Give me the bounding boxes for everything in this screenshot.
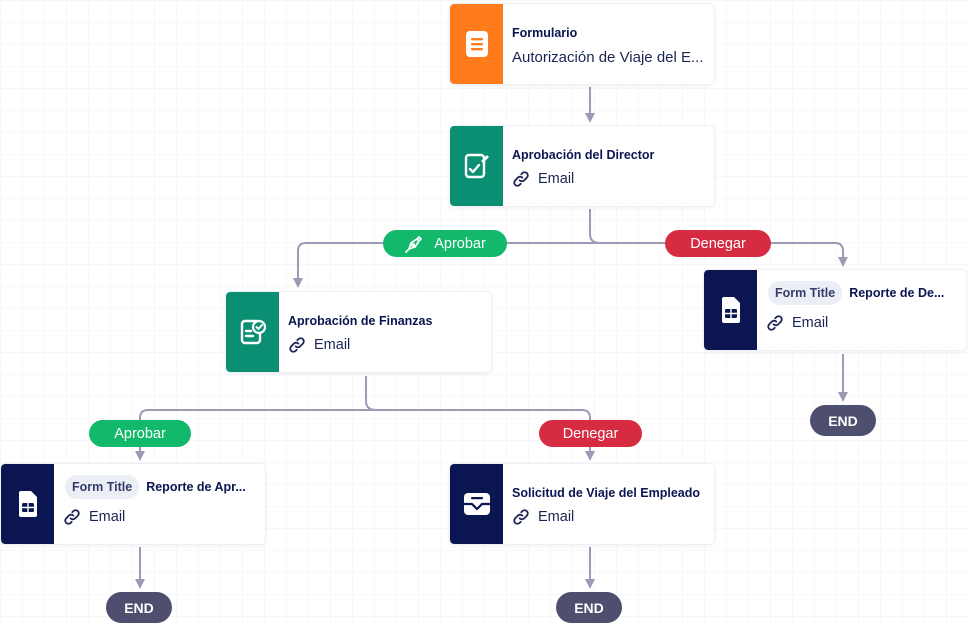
report-approved-header: Form Title Reporte de Apr... (65, 475, 246, 499)
pen-sign-icon (405, 235, 423, 253)
finanzas-deny-label: Denegar (562, 425, 619, 442)
finanzas-approve-pill[interactable]: Aprobar (89, 420, 191, 447)
end-label: END (574, 599, 604, 616)
report-denied-header: Form Title Reporte de De... (768, 281, 944, 305)
spreadsheet-document-icon (721, 297, 740, 323)
end-label: END (124, 599, 154, 616)
employee-request-icon-box (450, 464, 503, 544)
employee-request-email-label: Email (538, 509, 575, 525)
report-denied-icon-box (704, 270, 757, 350)
signed-document-icon (464, 153, 489, 179)
signed-document-icon (240, 319, 266, 345)
link-icon (513, 171, 529, 187)
link-icon (289, 337, 305, 353)
form-title-badge: Form Title (65, 475, 140, 499)
envelope-icon (463, 493, 490, 515)
spreadsheet-document-icon (18, 491, 37, 517)
end-node-approved[interactable]: END (106, 592, 172, 623)
link-icon (64, 509, 80, 525)
connector-finanzas-stem (365, 376, 377, 411)
connector-director-stem (589, 209, 601, 244)
report-approved-email-label: Email (89, 509, 126, 525)
report-approved-email-row[interactable]: Email (63, 508, 125, 526)
report-denied-email-row[interactable]: Email (766, 314, 828, 332)
connector-finanzas-left (135, 409, 376, 461)
finanzas-deny-pill[interactable]: Denegar (539, 420, 642, 447)
end-node-denied[interactable]: END (810, 405, 876, 436)
document-lines-icon (465, 31, 488, 57)
employee-request-title: Solicitud de Viaje del Empleado (512, 486, 701, 500)
form-node-icon-box (450, 4, 503, 84)
director-approval-node[interactable]: Aprobación del Director Email (450, 126, 714, 206)
report-approved-icon-box (1, 464, 54, 544)
connector-director-right (600, 242, 848, 267)
finanzas-email-row[interactable]: Email (288, 336, 350, 354)
report-approved-title: Reporte de Apr... (146, 480, 246, 494)
director-email-label: Email (538, 171, 575, 187)
director-approve-pill[interactable]: Aprobar (383, 230, 507, 257)
director-deny-pill[interactable]: Denegar (665, 230, 771, 257)
director-deny-label: Denegar (690, 235, 746, 252)
finanzas-approval-node[interactable]: Aprobación de Finanzas Email (226, 292, 491, 372)
report-approved-node[interactable]: Form Title Reporte de Apr... Email (1, 464, 265, 544)
finanzas-node-title: Aprobación de Finanzas (288, 314, 433, 328)
end-label: END (828, 412, 858, 429)
employee-request-node[interactable]: Solicitud de Viaje del Empleado Email (450, 464, 714, 544)
report-denied-email-label: Email (792, 315, 829, 331)
form-node[interactable]: Formulario Autorización de Viaje del E..… (450, 4, 714, 84)
director-email-row[interactable]: Email (512, 170, 574, 188)
director-approve-label: Aprobar (434, 235, 486, 252)
end-node-request[interactable]: END (556, 592, 622, 623)
link-icon (513, 509, 529, 525)
finanzas-approve-label: Aprobar (114, 425, 166, 442)
form-node-subtitle: Autorización de Viaje del E... (512, 49, 704, 66)
form-title-badge: Form Title (768, 281, 843, 305)
report-denied-title: Reporte de De... (849, 286, 945, 300)
link-icon (767, 315, 783, 331)
director-node-title: Aprobación del Director (512, 148, 655, 162)
report-denied-node[interactable]: Form Title Reporte de De... Email (704, 270, 966, 350)
connector-finanzas-right (376, 409, 595, 461)
form-node-title: Formulario (512, 26, 578, 40)
finanzas-node-icon-box (226, 292, 279, 372)
director-node-icon-box (450, 126, 503, 206)
finanzas-email-label: Email (314, 337, 351, 353)
employee-request-email-row[interactable]: Email (512, 508, 574, 526)
connector-director-left (293, 242, 600, 288)
